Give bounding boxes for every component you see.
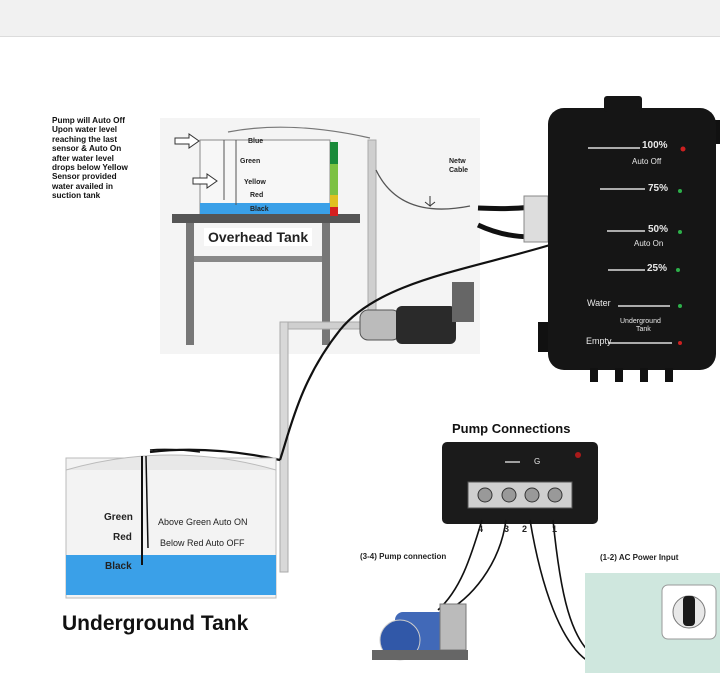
level-scale xyxy=(330,142,338,214)
sensor-black-label: Black xyxy=(250,206,269,213)
sensor-red-label: Red xyxy=(250,192,264,199)
top-bar xyxy=(0,0,720,37)
pump-wire-3 xyxy=(444,519,507,613)
main-cable xyxy=(278,240,561,461)
arrow-yellow xyxy=(192,173,218,189)
auto-on-label: Auto On xyxy=(634,239,664,248)
note-line: Upon water level xyxy=(52,125,118,135)
overhead-tank-title: Overhead Tank xyxy=(204,228,313,246)
terminal-2: 2 xyxy=(522,524,528,534)
level-75-label: 75% xyxy=(648,183,669,194)
led-50 xyxy=(678,230,682,234)
controller-box xyxy=(548,108,716,370)
overhead-pump xyxy=(359,282,474,344)
led-100 xyxy=(680,146,686,152)
indicator-label: G xyxy=(534,457,541,466)
underground-label-2: Tank xyxy=(636,326,651,333)
note-line: drops below Yellow xyxy=(52,163,128,173)
above-green-label: Above Green Auto ON xyxy=(158,517,248,527)
sensor-green-label: Green xyxy=(240,158,261,165)
overhead-note: Pump will Auto Off Upon water level reac… xyxy=(52,116,160,201)
note-line: water availed in xyxy=(52,181,113,191)
overhead-leg-left xyxy=(186,223,194,345)
led-75 xyxy=(678,189,682,193)
power-input-label: (1-2) AC Power Input xyxy=(600,553,679,562)
terminal-4: 4 xyxy=(478,524,484,534)
overhead-crossbar xyxy=(194,256,322,262)
network-cable xyxy=(375,169,471,210)
led-water xyxy=(678,304,682,308)
ug-green-label: Green xyxy=(104,512,133,523)
led-empty xyxy=(678,341,682,345)
note-line: Pump will Auto Off xyxy=(52,116,125,125)
underground-label-1: Underground xyxy=(620,318,661,325)
arrow-blue xyxy=(174,133,200,149)
level-25-label: 25% xyxy=(647,263,668,274)
pump-illustration xyxy=(372,603,468,661)
pump-connection-label: (3-4) Pump connection xyxy=(360,552,447,561)
below-red-label: Below Red Auto OFF xyxy=(160,538,245,548)
auto-off-label: Auto Off xyxy=(632,157,662,166)
pipe-horizontal xyxy=(279,321,371,330)
terminal-3: 3 xyxy=(504,524,510,534)
note-line: suction tank xyxy=(52,191,101,201)
pump-wire-4 xyxy=(437,519,483,611)
sensor-yellow-label: Yellow xyxy=(244,179,266,186)
ug-red-label: Red xyxy=(113,532,132,543)
water-label: Water xyxy=(587,298,611,308)
note-line: after water level xyxy=(52,153,114,163)
level-100-label: 100% xyxy=(642,140,668,151)
ug-black-label: Black xyxy=(105,561,132,572)
power-wire-2 xyxy=(529,519,596,666)
overhead-platform xyxy=(172,214,360,223)
overhead-leg-right xyxy=(322,223,330,345)
underground-water xyxy=(66,555,276,595)
terminal-1: 1 xyxy=(552,524,558,534)
pump-connections-title: Pump Connections xyxy=(452,421,571,436)
led-25 xyxy=(676,268,680,272)
level-50-label: 50% xyxy=(648,224,669,235)
controller-top-tab xyxy=(604,96,642,112)
note-line: sensor & Auto On xyxy=(52,144,122,154)
note-line: reaching the last xyxy=(52,134,118,144)
sensor-blue-label: Blue xyxy=(248,138,264,145)
note-line: Sensor provided xyxy=(52,172,117,182)
underground-tank-title: Underground Tank xyxy=(62,612,249,635)
network-label-1: Netw xyxy=(449,158,466,165)
network-label-2: Cable xyxy=(449,167,469,174)
cable-connector xyxy=(523,195,549,243)
empty-label: Empty xyxy=(586,336,612,346)
overhead-water xyxy=(200,203,330,216)
